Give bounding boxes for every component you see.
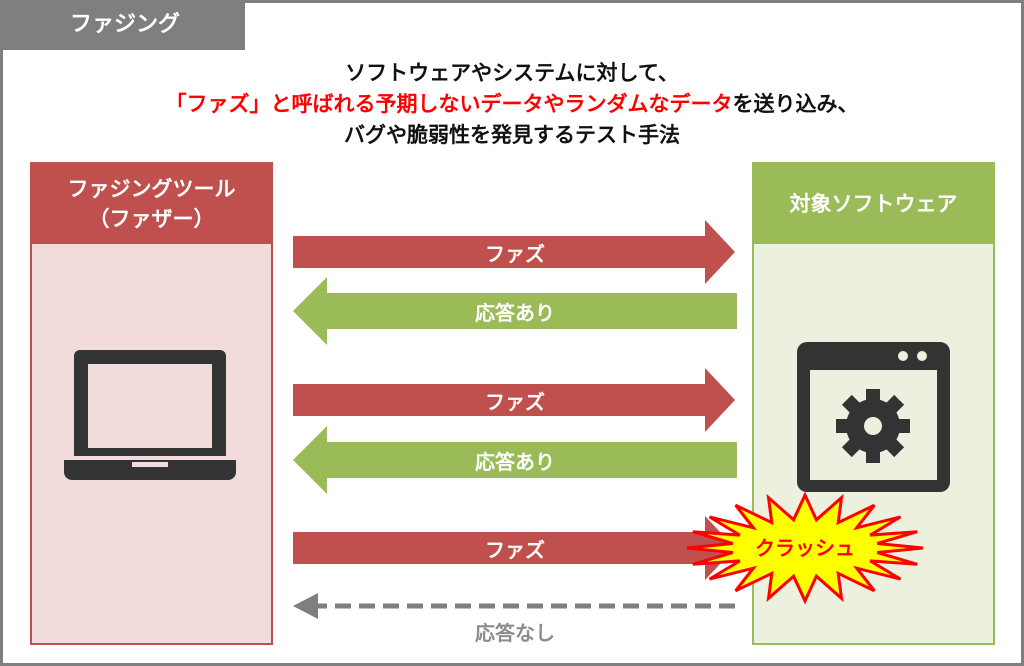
arrow-right [293,220,735,284]
description-highlight: 「ファズ」と呼ばれる予期しないデータやランダムなデータ [165,92,733,116]
arrow-label: 応答なし [475,621,555,645]
crash-label: クラッシュ [755,536,855,560]
fuzzing-tool-header: ファジングツール （ファザー） [32,164,271,244]
arrow-right [293,368,735,432]
title-tab: ファジング [0,0,245,50]
description-line-3: バグや脆弱性を発見するテスト手法 [344,123,680,147]
arrow-label: 応答あり [475,301,555,325]
fuzzer-subtitle: （ファザー） [88,207,215,231]
arrow-left [293,277,737,345]
arrow-label: ファズ [485,538,545,562]
app-window-gear-icon [797,342,950,492]
arrow-left [293,426,737,494]
fuzzing-tool-title: ファジングツール [67,177,236,201]
arrow-label: ファズ [485,390,545,414]
description-line-2-rest: を送り込み、 [732,92,859,116]
target-software-header: 対象ソフトウェア [754,164,993,244]
arrow-label: ファズ [485,242,545,266]
fuzzing-tool-box: ファジングツール （ファザー） [30,162,273,645]
description-line-1: ソフトウェアやシステムに対して、 [345,61,679,85]
laptop-icon [64,350,236,480]
description-line-2: 「ファズ」と呼ばれる予期しないデータやランダムなデータを送り込み、 [0,89,1024,120]
arrow-right [293,516,735,580]
description: ソフトウェアやシステムに対して、 「ファズ」と呼ばれる予期しないデータやランダム… [0,58,1024,151]
arrow-label: 応答あり [475,450,555,474]
crash-starburst [686,491,924,605]
arrow-left-dashed [293,593,735,619]
